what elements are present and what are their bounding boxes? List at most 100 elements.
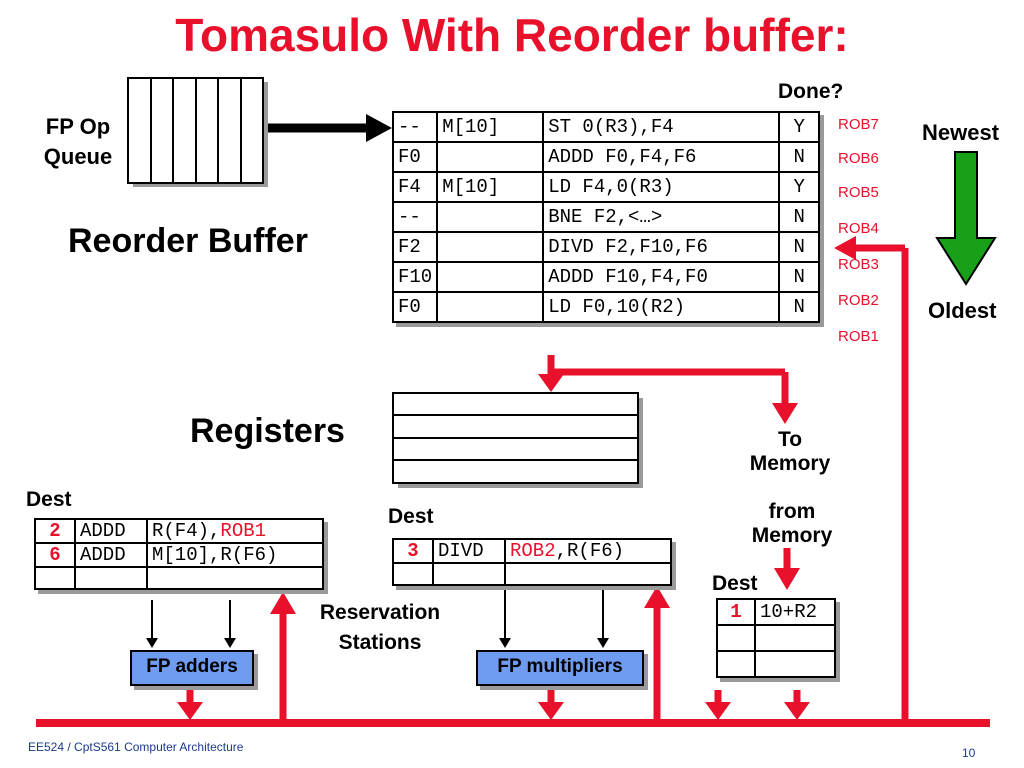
rob-done: N — [778, 261, 821, 293]
newest-label: Newest — [922, 120, 1000, 145]
rs-operand-tag: ROB1 — [220, 520, 267, 542]
rob-done: N — [778, 201, 821, 233]
rob-dest: F0 — [391, 141, 439, 173]
rob-dest: -- — [391, 201, 439, 233]
rob-dest: F0 — [391, 291, 439, 323]
rs-operands: ROB2,R(F6) — [504, 538, 672, 564]
rs-dest: 2 — [34, 518, 76, 544]
rs-entry — [392, 562, 672, 586]
rob-entry: F10 ADDD F10,F4,F0 N — [391, 261, 821, 293]
to-memory-line1: To — [777, 428, 803, 451]
load-buffer-table: 1 10+R2 — [716, 598, 836, 678]
reservation-stations-label: Reservation Stations — [300, 598, 460, 658]
rob-tag: ROB6 — [838, 150, 879, 167]
rob-entry: F0 ADDD F0,F4,F6 N — [391, 141, 821, 173]
rob-entry: F2 DIVD F2,F10,F6 N — [391, 231, 821, 263]
to-memory-label: To Memory — [730, 428, 850, 476]
common-data-bus — [36, 719, 990, 727]
load-buffer-address — [754, 650, 836, 678]
rob-tag: ROB5 — [838, 184, 879, 201]
mult-rs-dest-label: Dest — [388, 505, 434, 528]
from-memory-line2: Memory — [751, 524, 833, 547]
rob-done: Y — [778, 171, 821, 203]
load-buffer-dest-label: Dest — [712, 572, 758, 595]
rob-value: M[10] — [436, 171, 545, 203]
load-buffer-entry — [716, 650, 836, 678]
rob-tag: ROB3 — [838, 256, 879, 273]
rob-value — [436, 291, 545, 323]
adder-rs-dest-label: Dest — [26, 488, 72, 511]
rob-instruction: ADDD F10,F4,F0 — [542, 261, 781, 293]
load-buffer-dest: 1 — [716, 598, 756, 626]
rob-entry: -- M[10] ST 0(R3),F4 Y — [391, 111, 821, 143]
rob-dest: -- — [391, 111, 439, 143]
rob-value — [436, 201, 545, 233]
rs-operands — [504, 562, 672, 586]
footer-course: EE524 / CptS561 Computer Architecture — [28, 740, 244, 754]
rob-entry: F4 M[10] LD F4,0(R3) Y — [391, 171, 821, 203]
registers-label: Registers — [190, 412, 345, 450]
rob-commit-wires — [538, 355, 798, 424]
rs-op — [432, 562, 506, 586]
fp-adders-unit: FP adders — [130, 650, 254, 686]
rob-tag: ROB1 — [838, 328, 879, 345]
rs-entry — [34, 566, 324, 590]
rob-value — [436, 141, 545, 173]
from-memory-line1: from — [768, 500, 816, 523]
fp-multipliers-unit: FP multipliers — [476, 650, 644, 686]
rs-entry: 3 DIVD ROB2,R(F6) — [392, 538, 672, 564]
load-buffer-entry — [716, 624, 836, 652]
rob-value — [436, 261, 545, 293]
rs-operand: ,R(F6) — [555, 540, 625, 562]
rs-operand-tag: ROB2 — [510, 540, 556, 562]
rob-done: Y — [778, 111, 821, 143]
load-buffer-dest — [716, 624, 756, 652]
rob-tag: ROB2 — [838, 292, 879, 309]
load-buffer-dest — [716, 650, 756, 678]
fp-op-queue-label: FP Op Queue — [28, 112, 128, 172]
rs-entry: 2 ADDD R(F4),ROB1 — [34, 518, 324, 544]
rob-dest: F10 — [391, 261, 439, 293]
rs-op — [74, 566, 148, 590]
rob-done: N — [778, 291, 821, 323]
rs-op: ADDD — [74, 542, 148, 568]
rs-operand: R(F4), — [152, 520, 221, 542]
rob-instruction: LD F4,0(R3) — [542, 171, 781, 203]
rob-instruction: BNE F2,<…> — [542, 201, 781, 233]
rs-operands: M[10],R(F6) — [146, 542, 324, 568]
fp-op-queue-label-line1: FP Op — [45, 114, 111, 139]
load-buffer-address — [754, 624, 836, 652]
rs-op: DIVD — [432, 538, 506, 564]
fp-op-queue-box — [127, 77, 268, 187]
register-file-box — [392, 392, 643, 488]
rob-entry: F0 LD F0,10(R2) N — [391, 291, 821, 323]
to-memory-line2: Memory — [749, 452, 831, 475]
rob-done: N — [778, 141, 821, 173]
reservation-stations-line1: Reservation — [319, 601, 441, 624]
rs-operands: R(F4),ROB1 — [146, 518, 324, 544]
reorder-buffer-table: -- M[10] ST 0(R3),F4 Y F0 ADDD F0,F4,F6 … — [391, 111, 821, 323]
load-buffer-entry: 1 10+R2 — [716, 598, 836, 626]
rs-operands — [146, 566, 324, 590]
adder-reservation-stations: 2 ADDD R(F4),ROB1 6 ADDD M[10],R(F6) — [34, 518, 324, 590]
rob-instruction: ST 0(R3),F4 — [542, 111, 781, 143]
rob-dest: F4 — [391, 171, 439, 203]
page-number: 10 — [962, 746, 976, 760]
fp-op-queue-label-line2: Queue — [43, 144, 113, 169]
multiplier-reservation-stations: 3 DIVD ROB2,R(F6) — [392, 538, 672, 586]
rs-dest: 3 — [392, 538, 434, 564]
slide-title: Tomasulo With Reorder buffer: — [175, 9, 849, 61]
rs-dest: 6 — [34, 542, 76, 568]
load-buffer-address: 10+R2 — [754, 598, 836, 626]
rob-dest: F2 — [391, 231, 439, 263]
rob-tag: ROB7 — [838, 116, 879, 133]
rob-done: N — [778, 231, 821, 263]
reorder-buffer-label: Reorder Buffer — [68, 222, 308, 260]
rob-tag: ROB4 — [838, 220, 879, 237]
rs-dest — [392, 562, 434, 586]
rs-operand: M[10],R(F6) — [152, 544, 278, 566]
rob-value — [436, 231, 545, 263]
rs-entry: 6 ADDD M[10],R(F6) — [34, 542, 324, 568]
rs-op: ADDD — [74, 518, 148, 544]
